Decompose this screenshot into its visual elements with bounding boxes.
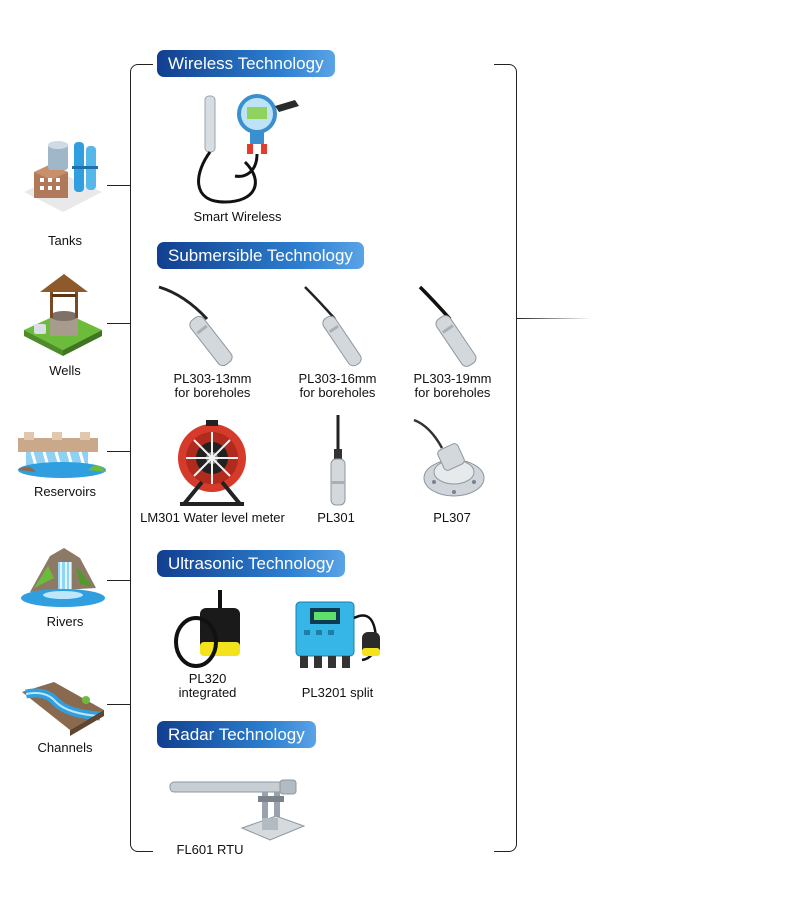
probe-13mm-icon bbox=[158, 285, 233, 367]
probe-16mm-icon bbox=[304, 286, 362, 367]
product-label-pl307: PL307 bbox=[433, 510, 471, 525]
product-label-pl303-13mm: PL303-13mm for boreholes bbox=[173, 371, 252, 400]
connector-wells bbox=[107, 323, 131, 324]
product-label-pl3201: PL3201 split bbox=[301, 685, 374, 700]
ultrasonic-controller-icon bbox=[295, 601, 380, 668]
connector-channels bbox=[107, 704, 131, 705]
product-label-smart-wireless: Smart Wireless bbox=[193, 209, 282, 224]
section-title-radar: Radar Technology bbox=[157, 721, 316, 748]
wireless-transmitter-icon bbox=[197, 94, 299, 204]
product-label-pl301: PL301 bbox=[317, 510, 355, 525]
connector-rivers bbox=[107, 580, 131, 581]
section-title-ultrasonic: Ultrasonic Technology bbox=[157, 550, 345, 577]
radar-mount-icon bbox=[169, 779, 306, 841]
probe-19mm-icon bbox=[418, 285, 477, 367]
river-icon bbox=[21, 548, 105, 607]
application-label-rivers: Rivers bbox=[46, 614, 84, 629]
right-bracket bbox=[494, 64, 517, 852]
ultrasonic-sensor-icon bbox=[174, 590, 240, 668]
channel-icon bbox=[22, 682, 104, 736]
connector-reservoirs bbox=[107, 451, 131, 452]
application-label-tanks: Tanks bbox=[48, 233, 82, 248]
cable-reel-meter-icon bbox=[178, 420, 246, 506]
product-label-fl601: FL601 RTU bbox=[176, 842, 244, 857]
tanks-icon bbox=[24, 141, 102, 212]
flange-probe-icon bbox=[413, 418, 485, 497]
well-icon bbox=[24, 274, 102, 356]
right-connector-line bbox=[517, 318, 592, 319]
product-label-pl303-19mm: PL303-19mm for boreholes bbox=[413, 371, 492, 400]
connector-tanks bbox=[107, 185, 131, 186]
reservoir-icon bbox=[18, 432, 106, 478]
application-label-wells: Wells bbox=[49, 363, 81, 378]
product-label-pl303-16mm: PL303-16mm for boreholes bbox=[298, 371, 377, 400]
application-label-reservoirs: Reservoirs bbox=[33, 484, 97, 499]
application-label-channels: Channels bbox=[37, 740, 93, 755]
section-title-wireless: Wireless Technology bbox=[157, 50, 335, 77]
pl301-probe-icon bbox=[330, 415, 346, 506]
left-bracket bbox=[130, 64, 153, 852]
section-title-submersible: Submersible Technology bbox=[157, 242, 364, 269]
product-label-pl320: PL320 integrated bbox=[178, 671, 237, 700]
product-label-lm301: LM301 Water level meter bbox=[140, 510, 285, 525]
